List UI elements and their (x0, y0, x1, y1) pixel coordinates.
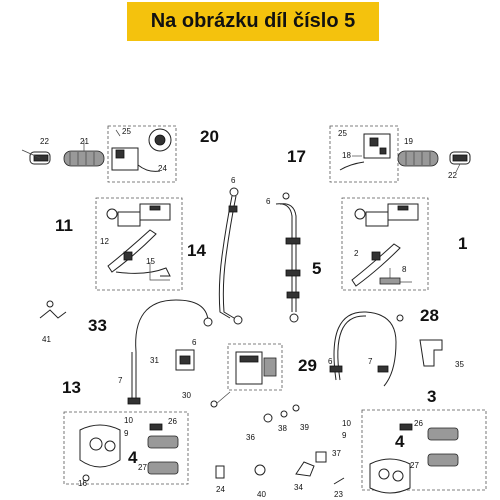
label-23: 23 (334, 490, 343, 499)
brake-hose-5 (275, 192, 301, 323)
callout-4-right: 4 (395, 432, 405, 451)
callout-14: 14 (187, 241, 206, 260)
callout-11: 11 (55, 216, 73, 235)
label-27-left: 27 (138, 463, 147, 472)
brake-hose-33 (127, 299, 213, 405)
label-12: 12 (100, 237, 109, 246)
callout-3: 3 (427, 387, 436, 406)
label-31: 31 (150, 356, 159, 365)
label-7-left: 7 (118, 376, 123, 385)
label-10-left: 10 (124, 416, 133, 425)
label-6-c: 6 (192, 338, 197, 347)
label-6-a: 6 (231, 176, 236, 185)
label-25-left: 25 (122, 127, 131, 136)
callout-28: 28 (420, 306, 439, 325)
label-35: 35 (455, 360, 464, 369)
label-22-left: 22 (40, 137, 49, 146)
right-caliper-assembly (361, 409, 487, 494)
callout-29: 29 (298, 356, 317, 375)
label-39: 39 (300, 423, 309, 432)
label-34: 34 (294, 483, 303, 492)
label-19: 19 (404, 137, 413, 146)
label-25-right: 25 (338, 129, 347, 138)
label-10-right: 10 (342, 419, 351, 428)
label-18: 18 (342, 151, 351, 160)
label-16: 16 (78, 479, 87, 488)
left-brake-lever-assembly (95, 197, 183, 291)
label-27-right: 27 (410, 461, 419, 470)
callout-20: 20 (200, 127, 219, 146)
right-brake-lever-assembly (341, 197, 429, 291)
label-8: 8 (402, 265, 407, 274)
label-9-right: 9 (342, 431, 347, 440)
label-26-left: 26 (168, 417, 177, 426)
label-9-left: 9 (124, 429, 129, 438)
label-40: 40 (257, 490, 266, 499)
label-37: 37 (332, 449, 341, 458)
left-caliper-assembly (63, 411, 189, 485)
label-2: 2 (354, 249, 359, 258)
label-6-d: 6 (328, 357, 333, 366)
label-26-right: 26 (414, 419, 423, 428)
callout-13: 13 (62, 378, 81, 397)
callout-4-left: 4 (128, 448, 138, 467)
right-switch-assembly (329, 125, 471, 183)
title-banner: Na obrázku díl číslo 5 (127, 2, 379, 41)
label-41: 41 (42, 335, 51, 344)
label-15: 15 (146, 257, 155, 266)
misc-parts (39, 300, 443, 408)
callout-5: 5 (312, 259, 321, 278)
label-21: 21 (80, 137, 89, 146)
brake-hose-28 (329, 311, 404, 387)
title-text: Na obrázku díl číslo 5 (150, 10, 356, 32)
label-22-right: 22 (448, 171, 457, 180)
label-36: 36 (246, 433, 255, 442)
label-7-right: 7 (368, 357, 373, 366)
label-38: 38 (278, 424, 287, 433)
label-30: 30 (182, 391, 191, 400)
center-small-parts (215, 404, 345, 485)
label-24-bottom: 24 (216, 485, 225, 494)
callout-33: 33 (88, 316, 107, 335)
callout-1: 1 (458, 234, 467, 253)
label-24-top: 24 (158, 164, 167, 173)
left-switch-assembly (21, 125, 177, 183)
brake-hose-14 (218, 187, 243, 325)
label-6-b: 6 (266, 197, 271, 206)
callout-17: 17 (287, 147, 306, 166)
